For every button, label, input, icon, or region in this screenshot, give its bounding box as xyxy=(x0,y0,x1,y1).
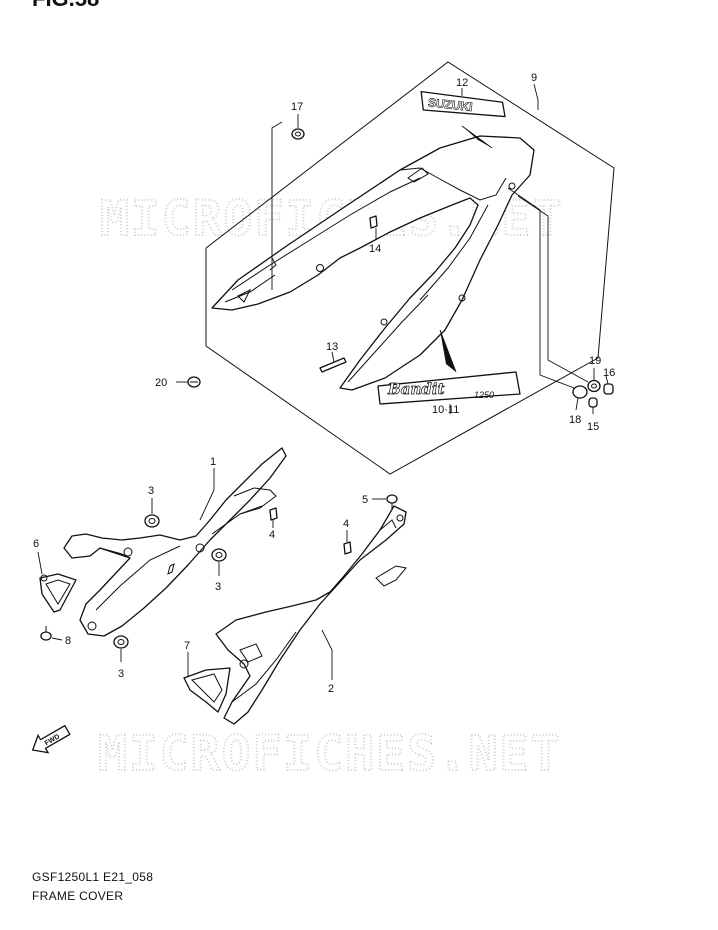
grommet-3-low xyxy=(113,635,129,649)
fwd-label: FWD xyxy=(44,733,61,747)
plate-4-left xyxy=(269,507,278,521)
suzuki-decal-text: SUZUKI xyxy=(427,95,473,114)
callout-6: 6 xyxy=(33,538,39,550)
callout-17: 17 xyxy=(291,101,303,113)
frame-cover-right xyxy=(215,505,407,725)
screw-8 xyxy=(40,626,52,641)
bracket-6 xyxy=(39,573,77,613)
screw-20 xyxy=(187,376,201,388)
grommet-17 xyxy=(291,128,305,140)
frame-cover-left xyxy=(63,447,287,637)
seat-tail-cowl xyxy=(211,135,535,391)
bandit-decal-text: Bandit xyxy=(387,380,444,398)
callout-7: 7 xyxy=(184,640,190,652)
plate-13 xyxy=(319,357,347,373)
plate-4-right xyxy=(343,541,352,555)
suzuki-emblem: SUZUKI xyxy=(420,91,506,118)
callout-20: 20 xyxy=(155,377,167,389)
grommet-3-mid xyxy=(211,548,227,562)
bracket-7 xyxy=(183,667,231,713)
screw-5 xyxy=(386,494,398,510)
assembly-boundary xyxy=(205,61,615,475)
callout-3-top: 3 xyxy=(148,485,154,497)
footer-code: GSF1250L1 E21_058 xyxy=(32,870,154,884)
callout-14: 14 xyxy=(369,243,381,255)
plate-14 xyxy=(369,215,378,229)
callout-16: 16 xyxy=(603,367,615,379)
fwd-arrow-icon: FWD xyxy=(31,724,71,754)
callout-10-11: 10·11 xyxy=(432,404,459,416)
callout-3-mid: 3 xyxy=(215,581,221,593)
callout-4-right: 4 xyxy=(343,518,349,530)
callout-15: 15 xyxy=(587,421,599,433)
callout-3-low: 3 xyxy=(118,668,124,680)
callout-19: 19 xyxy=(589,355,601,367)
callout-1: 1 xyxy=(210,456,216,468)
grommet-3-top xyxy=(144,514,160,528)
footer-name: FRAME COVER xyxy=(32,889,124,903)
callout-2: 2 xyxy=(328,683,334,695)
fastener-group-right xyxy=(572,379,614,408)
watermark-bottom: MICROFICHES.NET xyxy=(98,726,561,782)
callout-4-left: 4 xyxy=(269,529,275,541)
figure-title: FIG.58 xyxy=(32,0,99,11)
bandit-decal: Bandit 1250 xyxy=(377,371,521,405)
callout-12: 12 xyxy=(456,77,468,89)
callout-8: 8 xyxy=(65,635,71,647)
callout-5: 5 xyxy=(362,494,368,506)
bandit-decal-sub: 1250 xyxy=(474,390,494,400)
callout-18: 18 xyxy=(569,414,581,426)
callout-13: 13 xyxy=(326,341,338,353)
callout-9: 9 xyxy=(531,72,537,84)
